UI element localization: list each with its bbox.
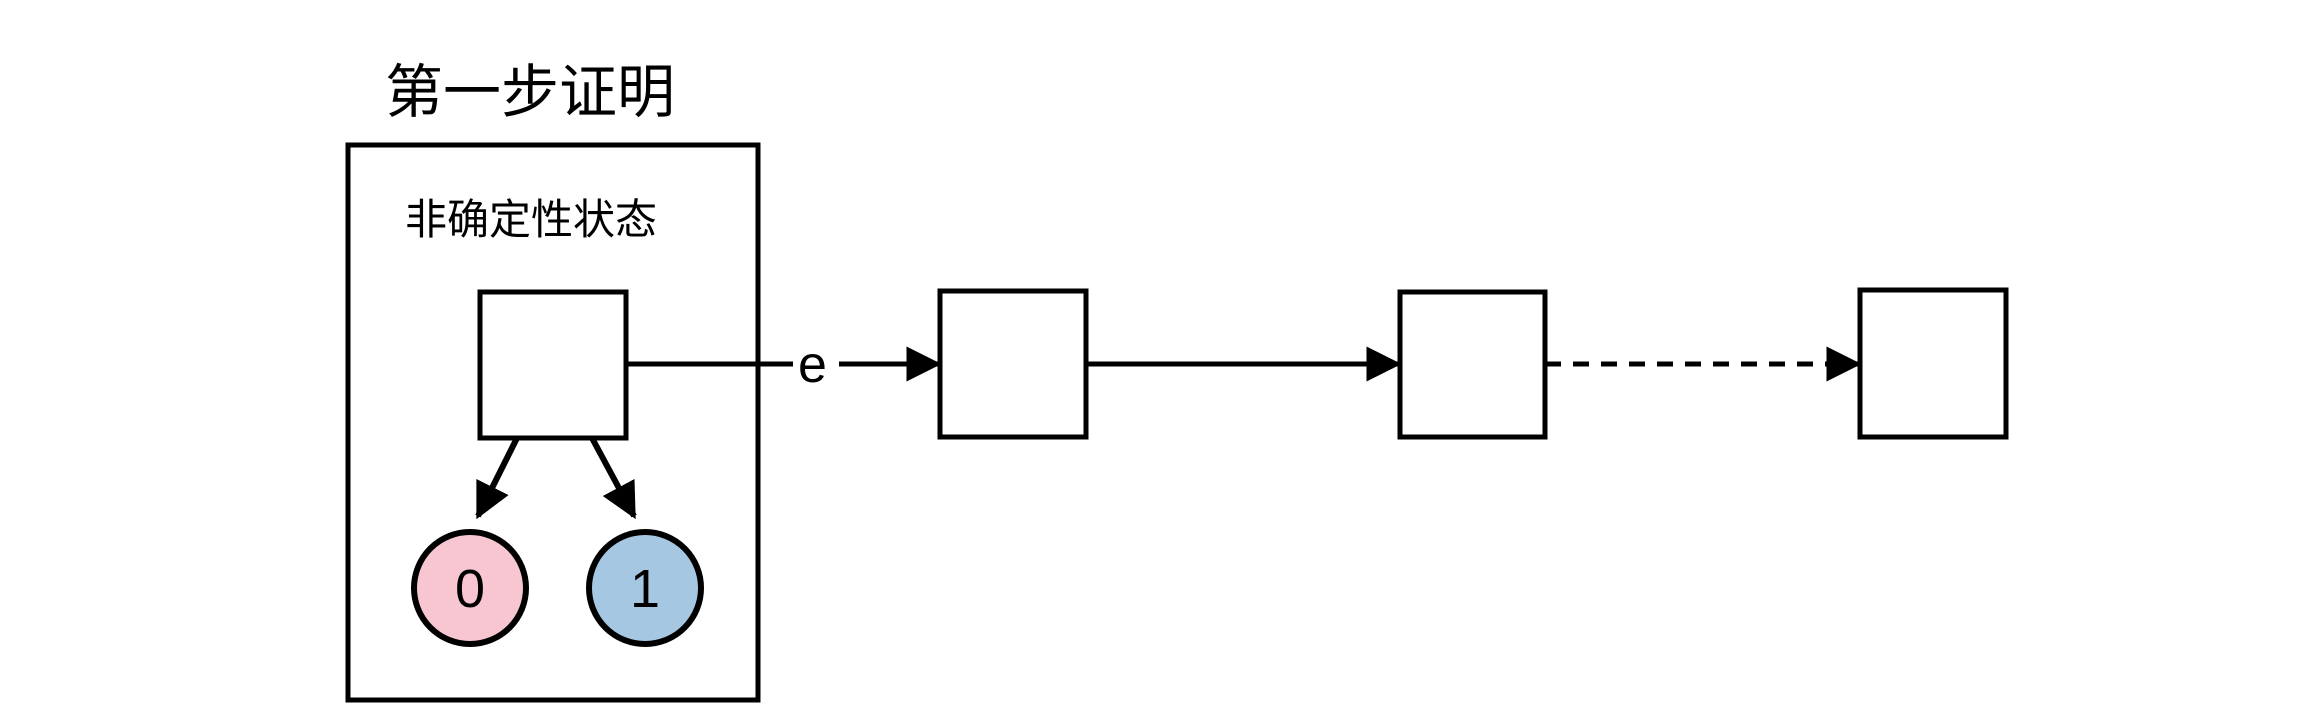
leaf-circle-zero[interactable] bbox=[411, 529, 529, 647]
node-box-2[interactable] bbox=[937, 288, 1089, 440]
page-title: 第一步证明 bbox=[385, 58, 675, 126]
node-box-3[interactable] bbox=[1397, 289, 1548, 440]
edge-label-e: e bbox=[798, 336, 827, 394]
leaf-label-one: 1 bbox=[630, 559, 660, 619]
nondeterministic-state-group bbox=[345, 142, 761, 703]
group-label: 非确定性状态 bbox=[405, 195, 657, 244]
leaf-circle-one[interactable] bbox=[586, 529, 704, 647]
branch-edge-to-leaf-one bbox=[589, 436, 637, 520]
leaf-label-zero: 0 bbox=[455, 559, 485, 619]
branch-edge-to-leaf-zero bbox=[475, 436, 520, 520]
edge-label-backdrop bbox=[793, 340, 839, 388]
node-box-1[interactable] bbox=[477, 289, 629, 441]
node-box-4[interactable] bbox=[1857, 287, 2009, 440]
